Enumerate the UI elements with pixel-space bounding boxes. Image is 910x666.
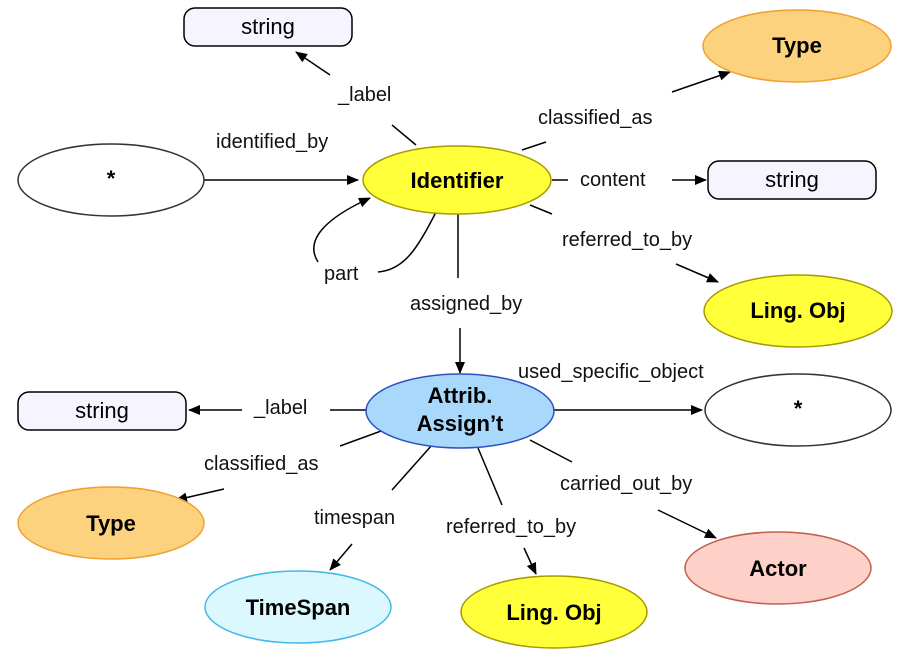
node-attrib-line2: Assign’t bbox=[417, 411, 504, 436]
node-attrib-assignment[interactable]: Attrib. Assign’t bbox=[365, 373, 555, 449]
node-actor[interactable]: Actor bbox=[684, 531, 872, 605]
node-string-left[interactable]: string bbox=[17, 391, 187, 431]
edge-label-referred-to-by-bottom: referred_to_by bbox=[446, 516, 576, 538]
node-type-top-text: Type bbox=[772, 33, 822, 58]
edge-timespan-arrow bbox=[329, 543, 353, 571]
node-blank-right-text: * bbox=[794, 396, 803, 421]
edge-classified-as-top-arrow bbox=[671, 70, 731, 93]
node-type-bottom-text: Type bbox=[86, 511, 136, 536]
node-identifier[interactable]: Identifier bbox=[362, 145, 552, 215]
node-actor-text: Actor bbox=[749, 556, 807, 581]
edge-label-carried-out-by: carried_out_by bbox=[560, 473, 692, 495]
edge-label-top: _label bbox=[337, 84, 391, 106]
node-string-top[interactable]: string bbox=[183, 7, 353, 47]
edge-carried-out-by-arrow bbox=[657, 509, 717, 539]
node-ling-obj-bottom[interactable]: Ling. Obj bbox=[460, 575, 648, 649]
edge-referred-to-by-bottom-arrow bbox=[523, 547, 537, 575]
edge-referred-to-by-top-line bbox=[529, 204, 553, 215]
node-type-top[interactable]: Type bbox=[702, 9, 892, 83]
node-timespan[interactable]: TimeSpan bbox=[204, 570, 392, 644]
edge-carried-out-by-line bbox=[529, 439, 573, 463]
node-blank-left[interactable]: * bbox=[17, 143, 205, 217]
edge-referred-to-by-top-arrow bbox=[675, 263, 719, 283]
edge-part-loop-up bbox=[313, 197, 371, 263]
edge-label-content: content bbox=[580, 169, 646, 191]
edge-label-used-specific-object: used_specific_object bbox=[518, 361, 704, 383]
node-string-content[interactable]: string bbox=[707, 160, 877, 200]
node-string-left-text: string bbox=[75, 398, 129, 423]
node-attrib-line1: Attrib. bbox=[428, 383, 493, 408]
edge-timespan-line bbox=[391, 444, 433, 491]
node-type-bottom[interactable]: Type bbox=[17, 486, 205, 560]
node-string-content-text: string bbox=[765, 167, 819, 192]
edge-label-bottom: _label bbox=[253, 397, 307, 419]
node-string-top-text: string bbox=[241, 14, 295, 39]
edge-label-top-line bbox=[391, 124, 417, 146]
node-identifier-text: Identifier bbox=[411, 168, 504, 193]
edge-label-classified-as-top: classified_as bbox=[538, 107, 653, 129]
node-blank-right[interactable]: * bbox=[704, 373, 892, 447]
edge-label-classified-as-bottom: classified_as bbox=[204, 453, 319, 475]
node-timespan-text: TimeSpan bbox=[246, 595, 351, 620]
edge-label-identified-by: identified_by bbox=[216, 131, 328, 153]
edge-part-loop-down bbox=[377, 211, 437, 273]
edge-referred-to-by-bottom-line bbox=[477, 447, 503, 506]
edge-label-top-arrow bbox=[295, 51, 331, 76]
node-ling-obj-bottom-text: Ling. Obj bbox=[506, 600, 601, 625]
node-ling-obj-top[interactable]: Ling. Obj bbox=[703, 274, 893, 348]
edge-classified-as-top-line bbox=[521, 141, 547, 151]
edge-classified-as-bottom-arrow bbox=[175, 488, 225, 503]
edge-label-timespan: timespan bbox=[314, 507, 395, 529]
node-blank-left-text: * bbox=[107, 166, 116, 191]
edge-label-part: part bbox=[324, 263, 359, 285]
edge-label-assigned-by: assigned_by bbox=[410, 293, 522, 315]
edge-label-referred-to-by-top: referred_to_by bbox=[562, 229, 692, 251]
edge-classified-as-bottom-line bbox=[339, 429, 385, 447]
node-ling-obj-top-text: Ling. Obj bbox=[750, 298, 845, 323]
